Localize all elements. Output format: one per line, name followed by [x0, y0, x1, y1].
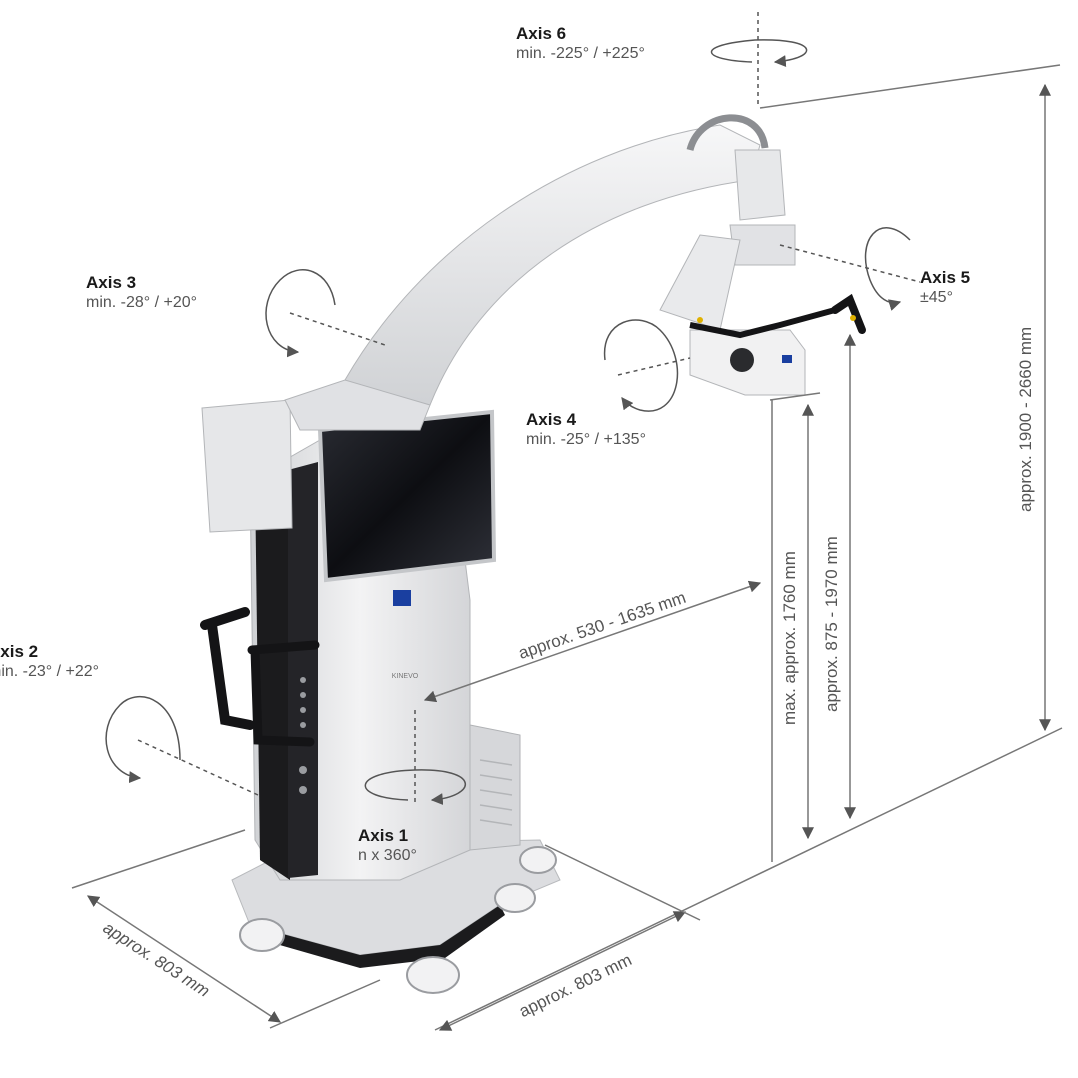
height-optics-label: approx. 875 - 1970 mm	[822, 536, 841, 712]
push-handle	[200, 607, 255, 730]
main-screen	[317, 409, 497, 583]
axis-6-range: min. -225° / +225°	[516, 45, 645, 62]
surgical-microscope: KINEVO	[200, 114, 866, 994]
dimension-lines	[71, 64, 1063, 1031]
axis-5-range: ±45°	[920, 289, 953, 306]
axis-3-label: Axis 3 min. -28° / +20°	[86, 273, 197, 313]
axis-5-title: Axis 5	[920, 268, 971, 287]
axis-3-title: Axis 3	[86, 273, 137, 292]
handgrips	[689, 307, 836, 339]
height-max-label: max. approx. 1760 mm	[780, 551, 799, 725]
rotation-axes	[105, 12, 921, 806]
carrier-arm	[344, 124, 761, 411]
axis-1-title: Axis 1	[358, 826, 409, 845]
product-logo: KINEVO	[392, 673, 419, 680]
axis-3-range: min. -28° / +20°	[86, 294, 198, 311]
axis-1-label: Axis 1 n x 360°	[358, 826, 417, 866]
axis-4-label: Axis 4 min. -25° / +135°	[526, 410, 646, 450]
axis-2-range: min. -23° / +22°	[0, 663, 100, 680]
suspension-head	[734, 149, 786, 221]
axis-2-label: Axis 2 min. -23° / +22°	[0, 642, 99, 682]
axis-2-title: Axis 2	[0, 642, 39, 661]
axis-4-title: Axis 4	[526, 410, 577, 429]
zeiss-logo	[393, 590, 411, 606]
axis-4-range: min. -25° / +135°	[526, 431, 646, 448]
axis-6-label: Axis 6 min. -225° / +225°	[516, 24, 645, 64]
side-monitor	[201, 399, 293, 533]
height-total-label: approx. 1900 - 2660 mm	[1016, 326, 1035, 512]
axis-6-title: Axis 6	[516, 24, 567, 43]
axis-1-range: n x 360°	[358, 847, 417, 864]
axis-5-label: Axis 5 ±45°	[920, 268, 970, 308]
